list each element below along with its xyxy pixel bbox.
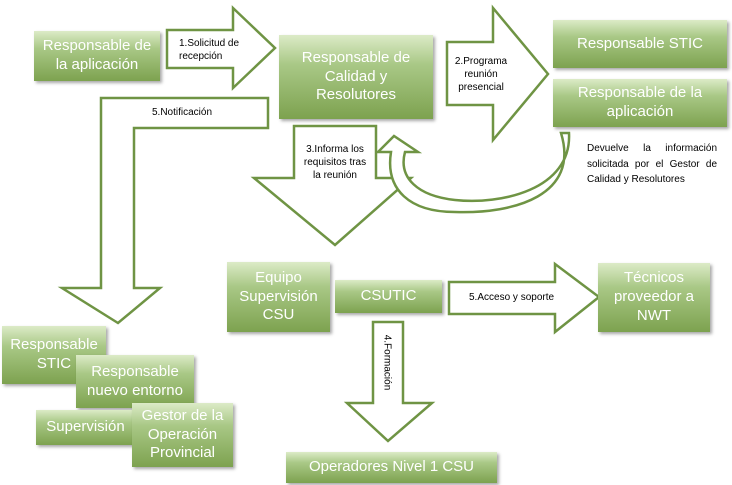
arrow-formacion	[343, 320, 436, 443]
note-devuelve: Devuelve la información solicitada por e…	[587, 143, 717, 185]
arrow-devuelve-curve	[374, 131, 571, 214]
label-informa: 3.Informa los requisitos tras la reunión	[303, 144, 367, 181]
box-responsable-calidad: Responsable de Calidad y Resolutores	[279, 35, 433, 119]
box-supervision: Supervisión	[36, 410, 135, 445]
arrow-solicitud	[165, 5, 277, 91]
label-formacion: 4.Formación	[381, 334, 393, 391]
label-acceso: 5.Acceso y soporte	[469, 292, 555, 303]
box-responsable-stic-top: Responsable STIC	[553, 20, 727, 68]
box-responsable-nuevo-entorno: Responsable nuevo entorno	[76, 355, 194, 408]
arrow-informa	[250, 124, 415, 247]
label-notificacion: 5.Notificación	[152, 107, 213, 118]
label-solicitud: 1.Solicitud de recepción	[179, 38, 240, 62]
box-equipo-supervision: Equipo Supervisión CSU	[227, 262, 330, 332]
box-gestor-operacion: Gestor de la Operación Provincial	[132, 403, 233, 467]
box-csutic: CSUTIC	[335, 280, 442, 313]
label-programa: 2.Programa reunión presencial	[454, 56, 508, 93]
arrow-programa	[445, 4, 550, 144]
arrow-acceso	[447, 261, 602, 335]
arrow-notificacion	[57, 96, 270, 325]
box-operadores: Operadores Nivel 1 CSU	[286, 452, 497, 483]
box-responsable-aplicacion-right: Responsable de la aplicación	[553, 79, 727, 127]
box-responsable-aplicacion-left: Responsable de la aplicación	[34, 31, 160, 81]
box-tecnicos: Técnicos proveedor a NWT	[598, 263, 710, 332]
